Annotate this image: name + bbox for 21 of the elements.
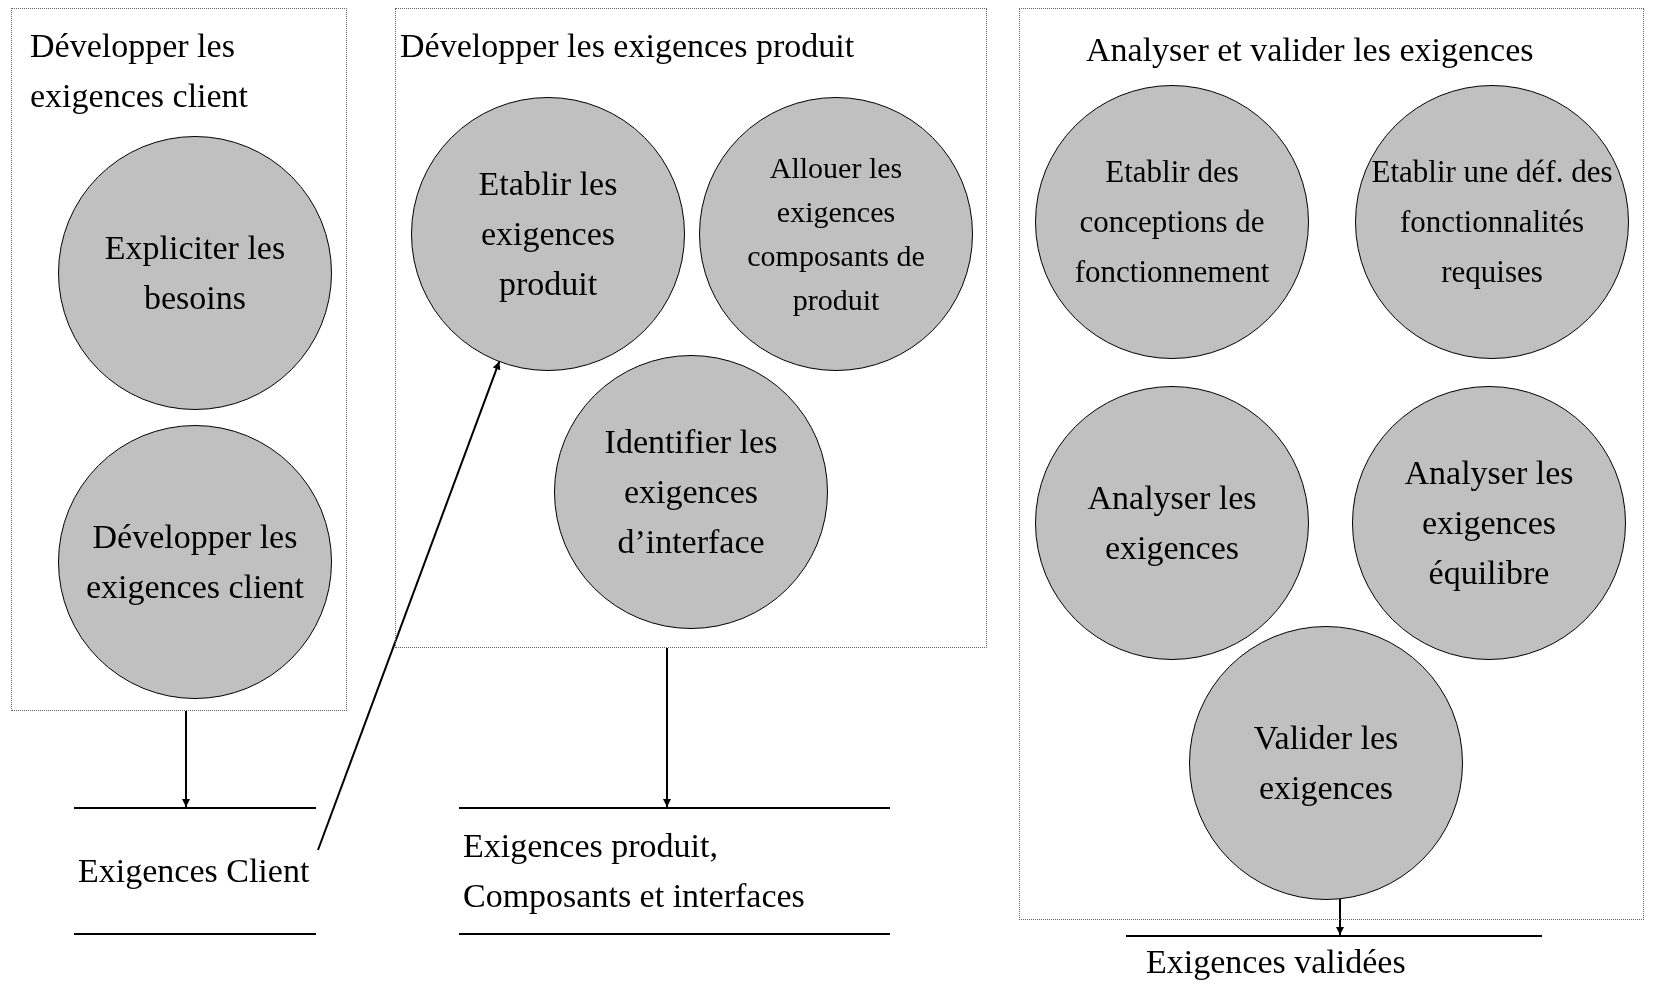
group-title: Analyser et valider les exigences: [1086, 30, 1535, 70]
process-label: Allouer les exigences composants de produit: [746, 150, 926, 318]
process-label: Etablir les exigences produit: [477, 164, 619, 304]
data-store: [74, 807, 316, 935]
process-label: Etablir une déf. des fonctionnalités requises: [1370, 153, 1614, 291]
data-store: [459, 807, 890, 935]
process-label: Identifier les exigences d’interface: [603, 422, 779, 562]
process-label: Analyser les exigences: [1086, 478, 1258, 568]
dotted-group-frame: [395, 8, 987, 648]
process-label: Valider les exigences: [1252, 718, 1400, 808]
data-store-label: Exigences produit, Composants et interfaces: [462, 826, 806, 916]
dotted-group-frame: [11, 8, 347, 711]
process-label: Etablir des conceptions de fonctionnement: [1073, 153, 1271, 291]
data-store-label: Exigences validées: [1145, 942, 1406, 982]
dotted-group-frame: [1019, 8, 1644, 920]
process-label: Développer les exigences client: [84, 517, 306, 607]
group-title: Développer les exigences client: [30, 26, 250, 116]
process-label: Expliciter les besoins: [103, 228, 287, 318]
group-title: Développer les exigences produit: [400, 26, 856, 66]
data-store-label: Exigences Client: [77, 851, 310, 891]
process-label: Analyser les exigences équilibre: [1403, 453, 1575, 593]
